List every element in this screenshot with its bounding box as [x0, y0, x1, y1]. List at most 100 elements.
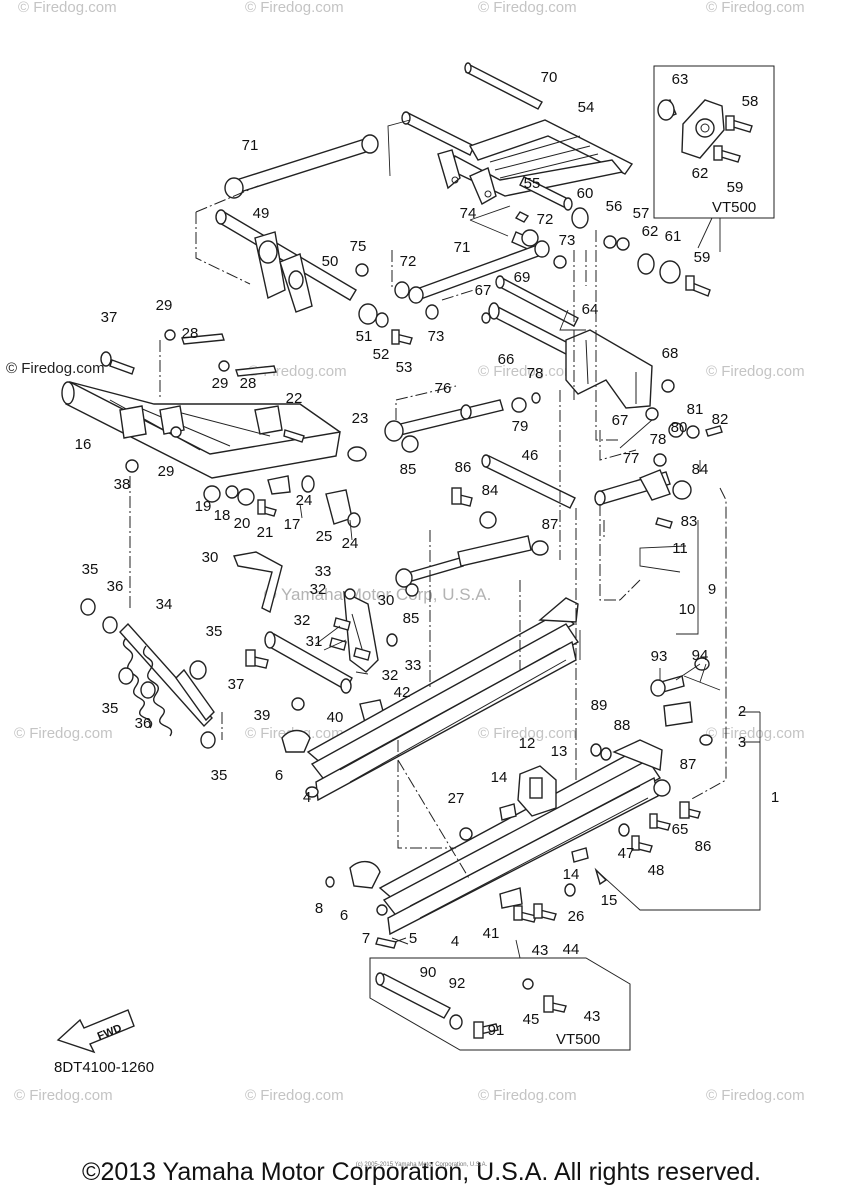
- callout-13: 13: [551, 743, 568, 760]
- callout-29: 29: [156, 297, 173, 314]
- callout-54: 54: [578, 99, 595, 116]
- callout-30: 30: [378, 592, 395, 609]
- link-rod-71-mid: [394, 240, 550, 304]
- callout-10: 10: [679, 601, 696, 618]
- callout-52: 52: [373, 346, 390, 363]
- callout-49: 49: [253, 205, 270, 222]
- bracket-30: [233, 551, 398, 673]
- callout-55: 55: [524, 175, 541, 192]
- callout-82: 82: [712, 411, 729, 428]
- bushings-17-25: [203, 475, 361, 528]
- shaft-46: [451, 454, 576, 529]
- callout-24: 24: [296, 492, 313, 509]
- callout-26: 26: [568, 908, 585, 925]
- callout-6: 6: [275, 767, 283, 784]
- watermark: © Firedog.com: [245, 1087, 344, 1104]
- callout-42: 42: [394, 684, 411, 701]
- fwd-arrow-icon: FWD: [56, 1009, 135, 1054]
- callout-56: 56: [606, 198, 623, 215]
- callout-7: 7: [362, 930, 370, 947]
- callout-41: 41: [483, 925, 500, 942]
- callout-79: 79: [512, 418, 529, 435]
- callout-18: 18: [214, 507, 231, 524]
- callout-71: 71: [454, 239, 471, 256]
- callout-37: 37: [101, 309, 118, 326]
- watermark: © Firedog.com: [706, 1087, 805, 1104]
- watermark: © Firedog.com: [478, 0, 577, 16]
- vt500-box-bottom: VT500: [369, 939, 631, 1051]
- callout-85: 85: [400, 461, 417, 478]
- callout-57: 57: [633, 205, 650, 222]
- callout-36: 36: [107, 578, 124, 595]
- callout-67: 67: [475, 282, 492, 299]
- callout-80: 80: [671, 419, 688, 436]
- callout-75: 75: [350, 238, 367, 255]
- callout-31: 31: [306, 633, 323, 650]
- shock-85: [395, 535, 549, 597]
- callout-25: 25: [316, 528, 333, 545]
- callout-92: 92: [449, 975, 466, 992]
- shafts-64-69: [481, 275, 675, 421]
- callout-84: 84: [692, 461, 709, 478]
- callout-35: 35: [206, 623, 223, 640]
- link-rod-71-upper: [224, 134, 379, 199]
- callout-72: 72: [400, 253, 417, 270]
- callout-40: 40: [327, 709, 344, 726]
- callout-33: 33: [405, 657, 422, 674]
- variant-label: VT500: [712, 199, 756, 216]
- watermark: © Firedog.com: [18, 0, 117, 16]
- callout-86: 86: [695, 838, 712, 855]
- callout-70: 70: [541, 69, 558, 86]
- callout-58: 58: [742, 93, 759, 110]
- callout-33: 33: [315, 563, 332, 580]
- tiny-copyright-note: (c) 2005-2015 Yamaha Motor Corporation, …: [355, 1162, 488, 1168]
- callout-62: 62: [642, 223, 659, 240]
- callout-3: 3: [738, 734, 746, 751]
- callout-11: 11: [672, 540, 688, 557]
- callout-43: 43: [584, 1008, 601, 1025]
- front-shock-34: [80, 598, 216, 749]
- callout-51: 51: [356, 328, 373, 345]
- callout-20: 20: [234, 515, 251, 532]
- callout-66: 66: [498, 351, 515, 368]
- callout-9: 9: [708, 581, 716, 598]
- callout-69: 69: [514, 269, 531, 286]
- callout-2: 2: [738, 703, 746, 720]
- callout-65: 65: [672, 821, 689, 838]
- callout-45: 45: [523, 1011, 540, 1028]
- callout-76: 76: [435, 380, 452, 397]
- callout-32: 32: [310, 581, 327, 598]
- callout-90: 90: [420, 964, 437, 981]
- parts-drawing: VT500: [54, 62, 775, 1076]
- callout-35: 35: [211, 767, 228, 784]
- callout-38: 38: [114, 476, 131, 493]
- callout-73: 73: [559, 232, 576, 249]
- callout-19: 19: [195, 498, 212, 515]
- upper-arm-54: [401, 111, 634, 211]
- callout-73: 73: [428, 328, 445, 345]
- watermark: © Firedog.com: [706, 0, 805, 16]
- callout-4: 4: [303, 789, 311, 806]
- rod-76: [384, 392, 541, 453]
- callout-35: 35: [82, 561, 99, 578]
- callout-35: 35: [102, 700, 119, 717]
- callout-84: 84: [482, 482, 499, 499]
- watermark: © Firedog.com: [706, 363, 805, 380]
- callout-72: 72: [537, 211, 554, 228]
- parts-2-3-93-94: [650, 657, 713, 819]
- callout-1: 1: [771, 789, 779, 806]
- callout-16: 16: [75, 436, 92, 453]
- callout-21: 21: [257, 524, 274, 541]
- callout-43: 43: [532, 942, 549, 959]
- callout-60: 60: [577, 185, 594, 202]
- callout-37: 37: [228, 676, 245, 693]
- watermark: © Firedog.com: [478, 1087, 577, 1104]
- callout-47: 47: [618, 845, 635, 862]
- callout-14: 14: [563, 866, 580, 883]
- callout-67: 67: [612, 412, 629, 429]
- callout-22: 22: [286, 390, 303, 407]
- callout-6: 6: [340, 907, 348, 924]
- callout-64: 64: [582, 301, 599, 318]
- connector-lines: [129, 119, 761, 911]
